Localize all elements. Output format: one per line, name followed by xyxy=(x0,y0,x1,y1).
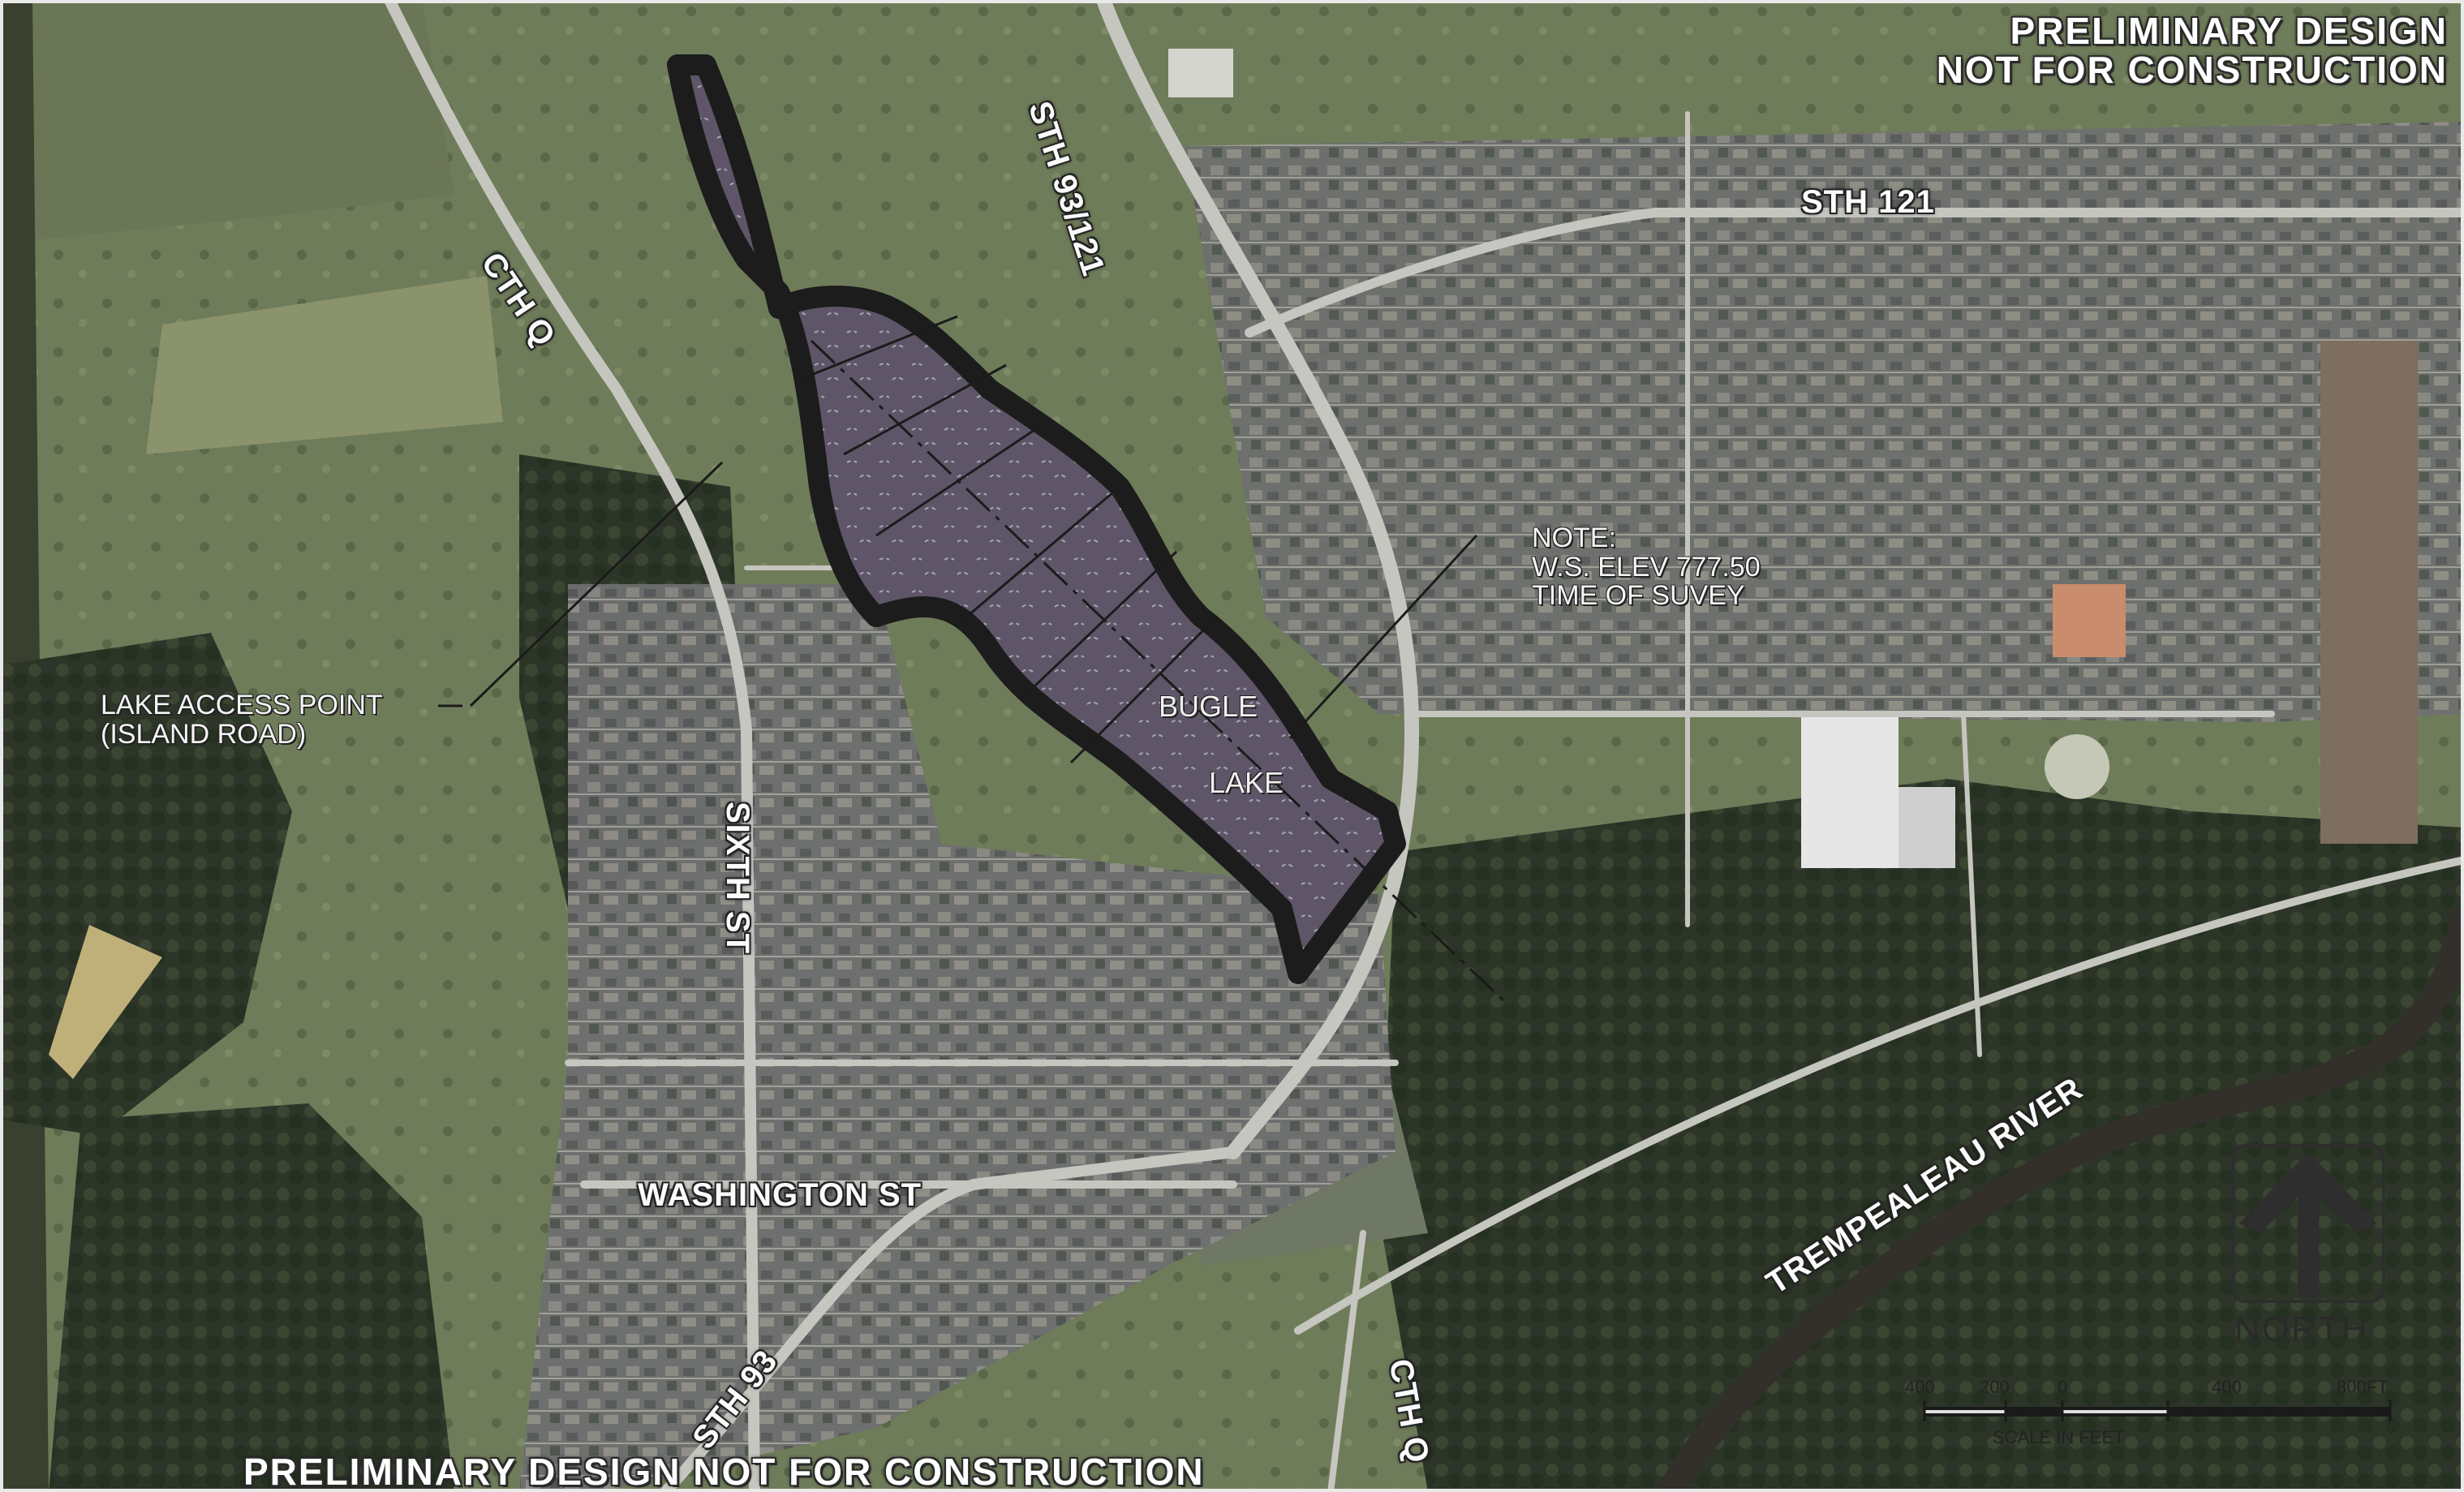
north-arrow-icon xyxy=(2231,1144,2385,1303)
callout-water-surface-note: NOTE: W.S. ELEV 777.50 TIME OF SUVEY xyxy=(1532,522,1761,612)
sth-93-121-road xyxy=(1096,0,1419,1159)
cth-q-road xyxy=(384,0,760,1492)
field-strip xyxy=(146,276,503,454)
ballfield xyxy=(2045,734,2109,799)
scale-tick-400-right: 400 xyxy=(2212,1377,2242,1397)
callout-note-title: NOTE: xyxy=(1532,522,1616,553)
sand-field xyxy=(49,925,162,1079)
sth-121-road xyxy=(1245,208,2464,338)
scale-tick-800: 800FT xyxy=(2337,1377,2389,1397)
sth-93-road xyxy=(660,1146,1239,1492)
field-northwest xyxy=(0,0,454,243)
banner-top: PRELIMINARY DESIGN NOT FOR CONSTRUCTION xyxy=(1937,11,2448,90)
callout-leaders xyxy=(438,461,1478,740)
lake-label-line1: BUGLE xyxy=(1159,690,1258,723)
label-sixth-st: SIXTH ST xyxy=(720,802,755,955)
forest-southwest xyxy=(49,1103,454,1492)
road-network xyxy=(384,0,2464,1492)
label-washington-st: WASHINGTON ST xyxy=(638,1177,922,1213)
bugle-lake-project-area xyxy=(667,54,1406,984)
cross-section-lines xyxy=(794,315,1511,1008)
rail-corridor xyxy=(1294,856,2464,1335)
north-arrow-label: NORTH xyxy=(2234,1309,2369,1349)
school-building xyxy=(1801,714,1899,868)
scale-caption: SCALE IN FEET xyxy=(1993,1427,2125,1447)
cth-q-south-road xyxy=(1327,1230,1366,1492)
field-east xyxy=(2320,341,2418,844)
trempealeau-river xyxy=(1658,908,2464,1492)
town-grid-east xyxy=(1185,122,2464,722)
label-sth-121: STH 121 xyxy=(1801,184,1935,220)
scale-tick-0: 0 xyxy=(2058,1377,2068,1397)
scale-bar-graphic xyxy=(1923,1400,2392,1421)
callout-access-line2: (ISLAND ROAD) xyxy=(101,718,307,750)
callout-access-line1: LAKE ACCESS POINT xyxy=(101,690,383,720)
scale-tick-400-left: 400 xyxy=(1905,1377,1935,1397)
callout-access-point: LAKE ACCESS POINT (ISLAND ROAD) xyxy=(101,690,383,750)
callout-note-line2: TIME OF SUVEY xyxy=(1532,580,1745,612)
forest-southeast xyxy=(1379,779,2464,1492)
lake-label-line2: LAKE xyxy=(1209,766,1284,799)
banner-bottom: PRELIMINARY DESIGN NOT FOR CONSTRUCTION xyxy=(243,1451,1205,1492)
banner-top-line1: PRELIMINARY DESIGN xyxy=(2010,10,2448,52)
banner-top-line2: NOT FOR CONSTRUCTION xyxy=(1936,49,2448,92)
town-grid-south xyxy=(519,584,1395,1492)
scale-tick-200: 200 xyxy=(1980,1377,2010,1397)
callout-note-line1: W.S. ELEV 777.50 xyxy=(1532,551,1761,583)
building-red xyxy=(2053,584,2126,657)
